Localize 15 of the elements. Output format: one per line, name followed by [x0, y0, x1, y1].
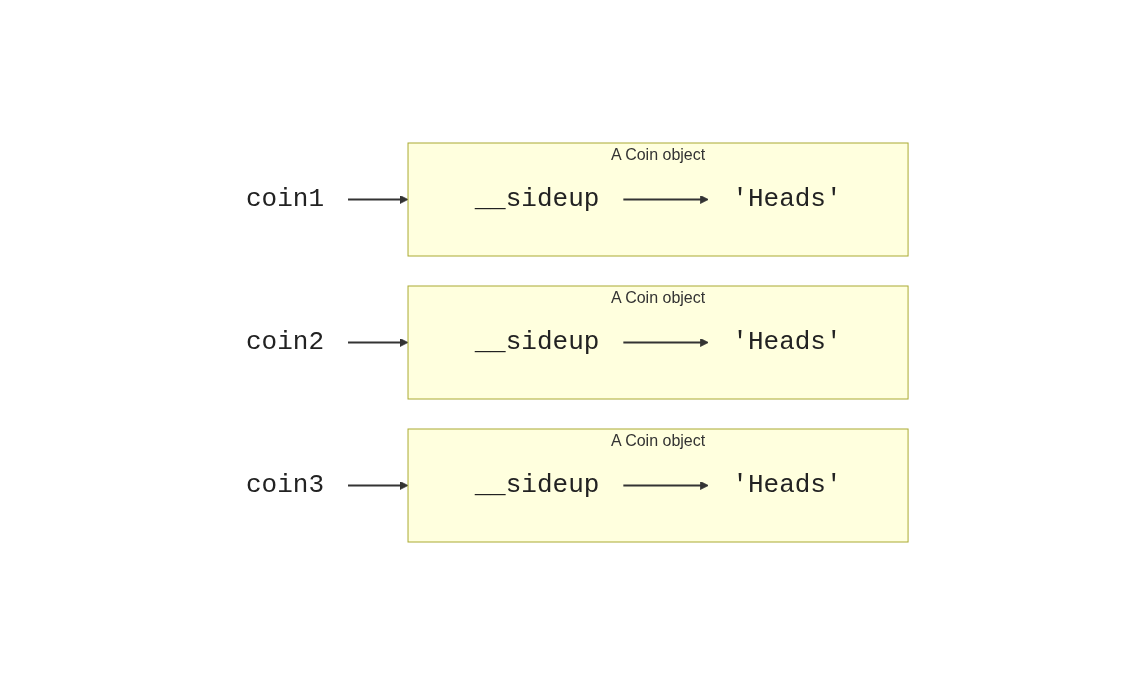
- node-text: 'Heads': [732, 469, 843, 500]
- node-text: __sideup: [474, 326, 600, 357]
- node-text: coin3: [246, 469, 325, 500]
- arrow: [347, 194, 409, 204]
- node-text: coin1: [246, 183, 325, 214]
- node-text: 'Heads': [732, 183, 843, 214]
- arrow: [347, 337, 409, 347]
- arrow: [347, 480, 409, 490]
- arrow: [622, 194, 710, 204]
- node-text: coin2: [246, 326, 325, 357]
- node-text: __sideup: [474, 469, 600, 500]
- arrow: [622, 337, 710, 347]
- node-text: 'Heads': [732, 326, 843, 357]
- node-text: __sideup: [474, 183, 600, 214]
- arrow: [622, 480, 710, 490]
